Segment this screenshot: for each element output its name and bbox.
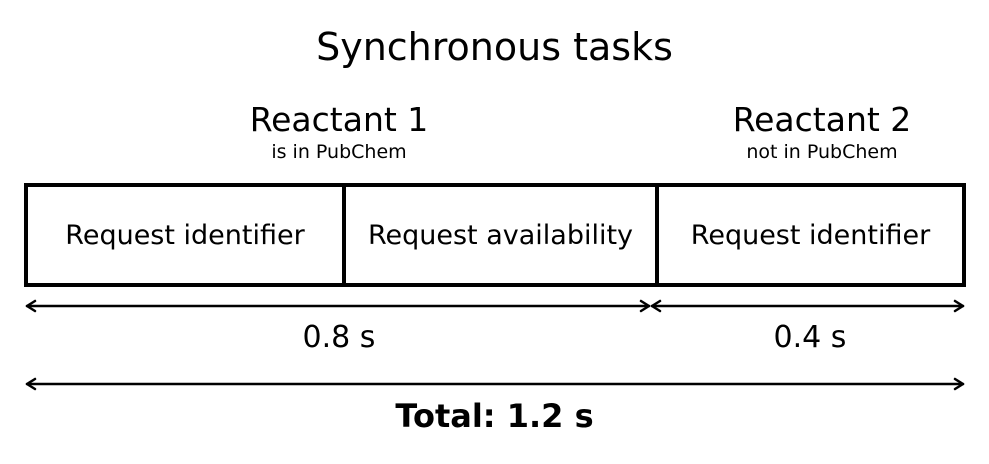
group-note: is in PubChem: [271, 141, 407, 163]
arrow-head-right: [953, 377, 965, 391]
task-timeline: Request identifier Request availability …: [24, 183, 966, 287]
group-name: Reactant 1: [249, 100, 429, 139]
group-reactant-2: Reactant 2 not in PubChem: [662, 100, 982, 164]
task-box: Request identifier: [655, 187, 962, 283]
task-box: Request identifier: [65, 219, 305, 251]
duration-label: 0.4 s: [773, 320, 847, 355]
group-name: Reactant 2: [732, 100, 912, 139]
diagram-title: Synchronous tasks: [316, 25, 673, 69]
group-note: not in PubChem: [746, 141, 898, 163]
task-box: Request availability: [342, 187, 655, 283]
arrow-head-right: [953, 299, 965, 313]
arrow-head-left: [650, 299, 662, 313]
arrow-head-right: [639, 299, 651, 313]
total-label: Total: 1.2 s: [395, 397, 594, 435]
arrow-head-left: [25, 299, 37, 313]
arrow-head-left: [25, 377, 37, 391]
group-reactant-1: Reactant 1 is in PubChem: [180, 100, 498, 164]
duration-label: 0.8 s: [302, 320, 376, 355]
